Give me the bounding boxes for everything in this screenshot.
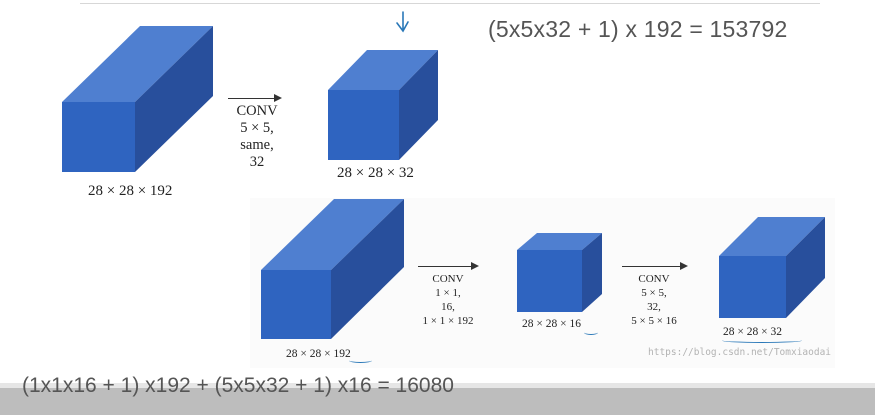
- output-volume-cube-bottom: [719, 217, 825, 318]
- conv2-params: CONV 5 × 5, 32, 5 × 5 × 16: [614, 272, 694, 328]
- output-dims-label-top: 28 × 28 × 32: [337, 165, 414, 181]
- conv1-params-line: CONV: [432, 273, 464, 285]
- underline-annotation-16: [584, 330, 598, 335]
- conv-params-top: CONV 5 × 5, same, 32: [222, 103, 292, 171]
- conv-params-line: 32: [249, 154, 265, 170]
- underline-annotation-192: [349, 358, 372, 363]
- conv2-params-line: 5 × 5 × 16: [631, 315, 677, 327]
- top-divider-line: [80, 3, 820, 4]
- conv1-arrow: [418, 266, 473, 268]
- output-dims-label-bottom: 28 × 28 × 32: [723, 326, 782, 338]
- conv2-params-line: CONV: [638, 273, 670, 285]
- conv1-params-line: 1 × 1,: [435, 287, 461, 299]
- conv1-arrow-head: [471, 262, 479, 270]
- middle-volume-cube: [517, 233, 602, 312]
- conv2-params-line: 5 × 5,: [641, 287, 667, 299]
- conv-params-line: 5 × 5,: [240, 120, 274, 136]
- input-dims-label-bottom: 28 × 28 × 192: [286, 348, 351, 360]
- input-volume-cube-bottom: [261, 199, 404, 339]
- underline-annotation-output: [722, 338, 802, 343]
- conv-arrow-top-head: [274, 94, 282, 102]
- conv1-params-line: 16,: [441, 301, 455, 313]
- bottom-formula: (1x1x16 + 1) x192 + (5x5x32 + 1) x16 = 1…: [22, 374, 454, 397]
- bottom-band-light: [0, 383, 875, 388]
- conv1-params-line: 1 × 1 × 192: [422, 315, 474, 327]
- top-formula: (5x5x32 + 1) x 192 = 153792: [488, 16, 788, 42]
- handwritten-arrow-icon: [396, 11, 409, 33]
- conv-params-line: CONV: [236, 103, 278, 119]
- middle-dims-label: 28 × 28 × 16: [522, 318, 581, 330]
- conv-arrow-top: [228, 98, 276, 100]
- bottom-band: [0, 388, 875, 415]
- conv-params-line: same,: [240, 137, 274, 153]
- input-dims-label-top: 28 × 28 × 192: [88, 183, 173, 199]
- output-volume-cube-top: [328, 50, 438, 160]
- conv2-params-line: 32,: [647, 301, 661, 313]
- input-volume-cube-top: [62, 26, 213, 172]
- watermark-text: https://blog.csdn.net/Tomxiaodai: [648, 347, 832, 358]
- conv1-params: CONV 1 × 1, 16, 1 × 1 × 192: [408, 272, 488, 328]
- conv2-arrow-head: [680, 262, 688, 270]
- conv2-arrow: [622, 266, 682, 268]
